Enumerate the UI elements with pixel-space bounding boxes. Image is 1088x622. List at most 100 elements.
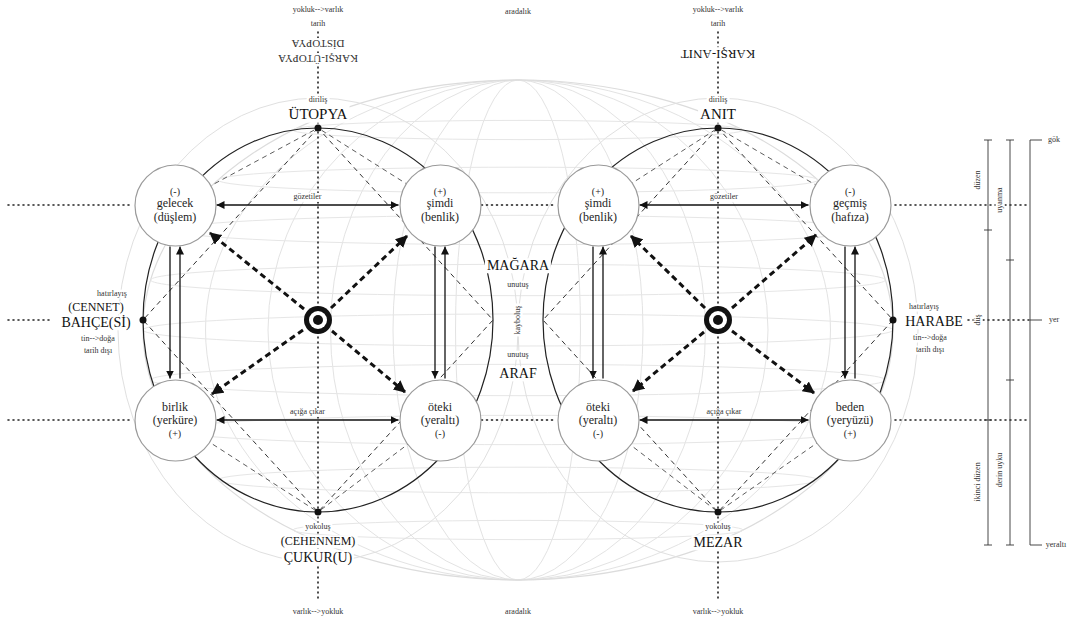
annotation: uyanma <box>996 185 1005 214</box>
annotation: yer <box>1047 316 1061 325</box>
edge-label: açığa çıkar <box>705 408 744 417</box>
place-name: KARŞI-ANIT <box>679 47 757 61</box>
pole-dot <box>140 125 897 516</box>
dotted-link <box>482 419 557 421</box>
annotation: yokoluş <box>303 523 332 532</box>
annotation: varlık-->yokluk <box>291 608 346 617</box>
place-name: MAĞARA <box>485 258 551 273</box>
annotation: hatırlayış <box>95 290 129 299</box>
annotation: yokoluş <box>703 523 732 532</box>
circle-shape <box>135 380 216 461</box>
annotation: KARŞI-ÜTOPYA <box>276 53 360 65</box>
annotation: aradalık <box>503 8 533 17</box>
node-text: şimdi (benlik) <box>408 197 472 224</box>
edge-label: gözetiler <box>708 193 740 202</box>
circle-shape <box>558 380 639 461</box>
annotation: gök <box>1046 136 1062 145</box>
annotation: tarih dışı <box>82 347 114 356</box>
arrow-connector <box>444 247 445 379</box>
annotation: derin uyku <box>996 451 1005 489</box>
arrow-connector <box>602 247 603 379</box>
wire-parallel <box>174 215 861 244</box>
wire-meridian <box>331 80 706 580</box>
node-text: gelecek (düşlem) <box>143 197 207 224</box>
node-text: öteki (yeraltı) <box>566 401 630 428</box>
annotation: ikinci düzen <box>974 460 983 503</box>
wire-parallel <box>293 120 743 139</box>
node-text: (+) <box>434 186 446 197</box>
annotation: düş <box>974 312 983 327</box>
annotation: tin-->doğa <box>911 334 949 343</box>
annotation: diriliş <box>307 96 330 105</box>
node-text: öteki (yeraltı) <box>408 401 472 428</box>
place-name: MEZAR <box>692 535 745 550</box>
place-name: (CEHENNEM) <box>279 535 358 548</box>
wire-outline <box>143 80 893 580</box>
concept-circle: (+)şimdi (benlik) <box>399 164 482 247</box>
node-text: (+) <box>844 428 856 439</box>
arrow-connector <box>169 247 170 379</box>
arrow-connector <box>179 247 180 379</box>
arrow-connector <box>592 247 593 379</box>
arrow-connector <box>844 247 845 379</box>
circle-shape <box>810 165 891 246</box>
annotation: yokluk-->varlık <box>291 6 346 15</box>
place-name: HARABE <box>903 314 965 329</box>
annotation: kayboluş <box>514 304 523 337</box>
annotation: tarih <box>309 20 328 29</box>
concept-circle: birlik (yerküre)(+) <box>134 379 217 462</box>
wire-parallel <box>293 520 743 539</box>
wire-parallel <box>218 467 818 493</box>
node-text: (+) <box>169 428 181 439</box>
concept-circle: (+)şimdi (benlik) <box>557 164 640 247</box>
dashed-diamond <box>543 128 893 512</box>
arrow-connector <box>434 247 435 379</box>
concept-circle: beden (yeryüzü)(+) <box>809 379 892 462</box>
place-name: ÇUKUR(U) <box>282 550 354 565</box>
node-text: (-) <box>845 186 855 197</box>
annotation: tarih <box>709 20 728 29</box>
annotation: yeraltı <box>1044 541 1068 550</box>
wire-meridian <box>393 80 643 580</box>
edge-label: gözetiler <box>292 193 324 202</box>
dashed-guide <box>175 128 850 512</box>
annotation: DİSTOPYA <box>290 38 347 50</box>
node-text: (-) <box>593 428 603 439</box>
arrow-connector <box>854 247 855 379</box>
annotation: unutuş <box>505 281 530 290</box>
place-name: ARAF <box>497 366 538 381</box>
place-name: (CENNET) <box>66 301 125 314</box>
annotation: aradalık <box>503 608 533 617</box>
dotted-axis <box>8 32 1030 600</box>
annotation: tin-->doğa <box>79 335 117 344</box>
dotted-link <box>482 204 557 206</box>
annotation: yokluk-->varlık <box>691 6 746 15</box>
node-text: beden (yeryüzü) <box>818 401 882 428</box>
circle-shape <box>400 380 481 461</box>
concept-circle: öteki (yeraltı)(-) <box>399 379 482 462</box>
place-name: ÜTOPYA <box>287 106 350 123</box>
annotation: unutuş <box>505 351 530 360</box>
node-text: (-) <box>170 186 180 197</box>
node-text: (-) <box>435 428 445 439</box>
wire-parallel <box>174 415 861 444</box>
diagonal-arrow <box>210 233 816 394</box>
node-text: (+) <box>592 186 604 197</box>
arrow-connector <box>217 419 399 420</box>
wire-parallel <box>151 364 886 395</box>
place-name: BAHÇE(Sİ) <box>59 315 132 330</box>
circle-shape <box>810 380 891 461</box>
wire-meridian <box>206 80 831 580</box>
concept-circle: (-)gelecek (düşlem) <box>134 164 217 247</box>
place-name: ANIT <box>698 106 738 123</box>
node-text: birlik (yerküre) <box>143 401 207 428</box>
annotation: diriliş <box>707 96 730 105</box>
node-text: geçmiş (hafıza) <box>818 197 882 224</box>
arrow-connector <box>640 419 809 420</box>
right-circle <box>543 128 893 512</box>
annotation: hatırlayış <box>907 303 941 312</box>
wire-parallel <box>218 167 818 193</box>
arrow-connector <box>217 204 399 205</box>
